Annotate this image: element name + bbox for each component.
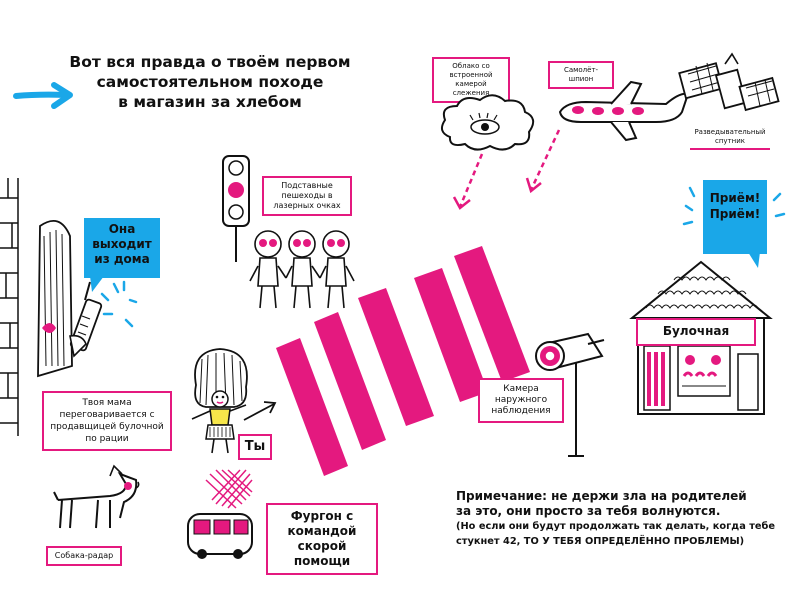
cloud-eye-icon — [440, 94, 535, 151]
bakery-sign: Булочная — [636, 318, 756, 346]
cloud-camera-label-text: Облако со встроенной камерой слежения — [449, 62, 493, 97]
crosswalk — [276, 246, 530, 476]
traffic-light-icon — [222, 155, 250, 262]
radio-wave-marks — [682, 186, 786, 226]
satellite-label: Разведывательный спутник — [690, 128, 770, 150]
she-leaves-bubble-tail — [90, 276, 104, 292]
she-leaves-bubble-text: Она выходит из дома — [92, 222, 152, 266]
radio-bubble-text: Приём! Приём! — [709, 191, 761, 221]
cloud-dashed-arrow — [452, 153, 484, 210]
mom-radio-label: Твоя мама переговаривается с продавщицей… — [42, 391, 172, 451]
blue-arrow-icon — [13, 82, 73, 109]
note-line-2: за это, они просто за тебя волнуются. — [456, 504, 721, 518]
page-title: Вот вся правда о твоём первом самостояте… — [40, 52, 380, 112]
radar-dog-label-text: Собака-радар — [54, 551, 114, 560]
pedestrians-icon — [249, 230, 355, 309]
note-line-1: Примечание: не держи зла на родителей — [456, 489, 747, 503]
fake-pedestrians-label: Подставные пешеходы в лазерных очках — [262, 176, 352, 216]
spy-plane-label-text: Самолёт-шпион — [563, 66, 599, 83]
ambulance-van-label: Фургон с командой скорой помощи — [266, 503, 378, 575]
mom-with-radio-icon — [37, 219, 103, 378]
you-label-text: Ты — [244, 439, 266, 454]
plane-dashed-arrow — [525, 129, 561, 194]
radio-bubble-tail — [748, 252, 760, 268]
bakery-sign-text: Булочная — [662, 324, 730, 338]
outdoor-camera-label: Камера наружного наблюдения — [478, 378, 564, 423]
satellite-label-text: Разведывательный спутник — [694, 128, 766, 145]
ambulance-van-label-text: Фургон с командой скорой помощи — [287, 509, 357, 568]
mom-radio-label-text: Твоя мама переговаривается с продавщицей… — [50, 398, 164, 444]
airplane-icon — [558, 80, 690, 142]
title-line-1: Вот вся правда о твоём первом — [69, 53, 351, 71]
title-line-2: самостоятельном походе — [96, 73, 324, 91]
fake-pedestrians-label-text: Подставные пешеходы в лазерных очках — [273, 181, 341, 210]
security-camera-icon — [535, 332, 605, 457]
van-icon — [187, 469, 253, 559]
title-line-3: в магазин за хлебом — [118, 93, 302, 111]
outdoor-camera-label-text: Камера наружного наблюдения — [491, 384, 551, 416]
you-label: Ты — [238, 434, 272, 460]
satellite-icon — [678, 52, 780, 112]
cloud-camera-label: Облако со встроенной камерой слежения — [432, 57, 510, 103]
radio-bubble: Приём! Приём! — [703, 180, 767, 254]
girl-arrow-icon — [243, 401, 277, 421]
note-line-3: (Но если они будут продолжать так делать… — [456, 521, 776, 532]
radar-dog-label: Собака-радар — [46, 546, 122, 566]
brick-wall — [0, 178, 19, 436]
radar-dog-icon — [53, 464, 140, 529]
she-leaves-bubble: Она выходит из дома — [84, 218, 160, 278]
radio-signal-marks — [100, 280, 138, 328]
footnote: Примечание: не держи зла на родителей за… — [456, 489, 786, 549]
note-line-4: стукнет 42, ТО У ТЕБЯ ОПРЕДЕЛЁННО ПРОБЛЕ… — [456, 536, 745, 547]
girl-you-icon — [191, 348, 248, 454]
spy-plane-label: Самолёт-шпион — [548, 61, 614, 89]
